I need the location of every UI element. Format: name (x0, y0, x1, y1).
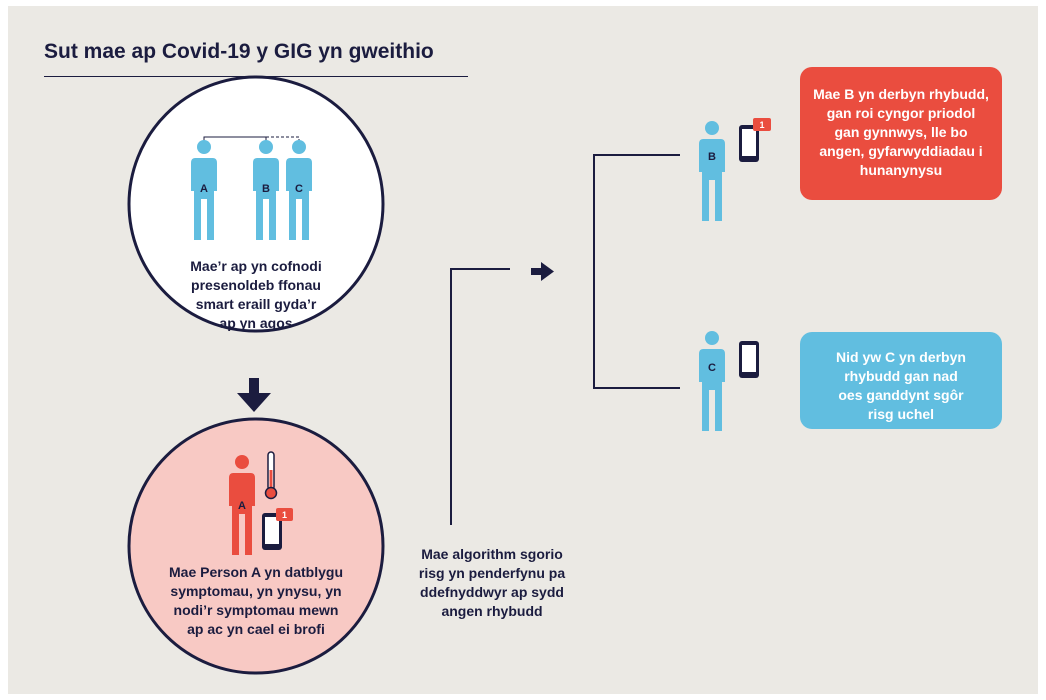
person-b-label: B (262, 183, 270, 195)
person-a-label: A (200, 183, 208, 195)
person-a-symptoms-label: A (238, 500, 246, 512)
thermometer-icon (264, 451, 278, 500)
step2-description: Mae Person A yn datblygu symptomau, yn y… (169, 564, 343, 637)
person-c-label: C (295, 183, 303, 195)
notification-badge-icon: 1 (276, 508, 293, 521)
person-c-noalert-icon (699, 331, 725, 431)
person-b-alert-label: B (708, 151, 716, 163)
callout-no-alert-c: Nid yw C yn derbyn rhybudd gan nad oes g… (800, 332, 1002, 429)
symptoms-circle (127, 417, 385, 675)
notification-count: 1 (282, 510, 287, 520)
diagram-title: Sut mae ap Covid-19 y GIG yn gweithio (44, 40, 434, 63)
person-c-noalert-label: C (708, 362, 716, 374)
callout-alert-b: Mae B yn derbyn rhybudd, gan roi cyngor … (800, 67, 1002, 200)
smartphone-c-icon (739, 341, 759, 378)
algorithm-bracket (450, 268, 510, 525)
notification-badge-b-icon: 1 (753, 118, 771, 131)
arrow-down-icon (237, 378, 271, 412)
notification-count-b: 1 (759, 120, 764, 130)
algorithm-description: Mae algorithm sgorio risg yn penderfynu … (418, 546, 566, 619)
person-b-alert-icon (699, 121, 725, 221)
step1-description: Mae’r ap yn cofnodi presenoldeb ffonau s… (190, 258, 322, 331)
arrow-right-icon (531, 262, 554, 281)
split-bracket (593, 154, 680, 389)
